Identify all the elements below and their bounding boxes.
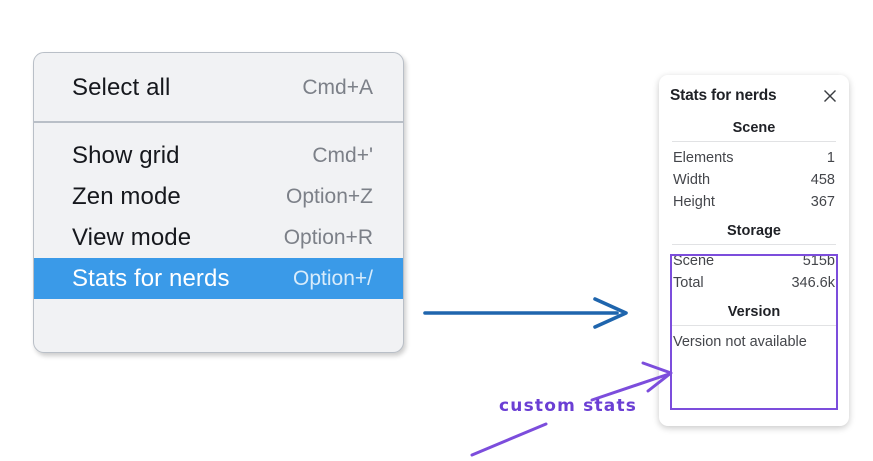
menu-separator [34,121,403,123]
menu-item-label: View mode [72,223,192,251]
menu-group-1: Select all Cmd+A [34,53,403,121]
stat-key: Scene [673,253,715,269]
stats-panel-header: Stats for nerds [670,87,838,105]
menu-item-shortcut: Cmd+' [312,143,373,167]
stat-row: Elements 1 [670,147,838,169]
stats-section-storage: Storage Scene 515b Total 346.6k [670,222,838,294]
stat-value: 458 [810,172,835,188]
stats-panel-title: Stats for nerds [670,87,777,104]
stats-for-nerds-panel: Stats for nerds Scene Elements 1 Width 4… [659,75,849,426]
menu-item-shortcut: Cmd+A [302,75,373,99]
stat-value: 515b [802,253,835,269]
stat-value: 346.6k [791,275,835,291]
stat-value: 1 [826,150,835,166]
purple-underline-stroke [470,422,548,457]
stat-row: Width 458 [670,169,838,191]
stat-key: Elements [673,150,734,166]
menu-item-zen-mode[interactable]: Zen mode Option+Z [34,176,403,217]
menu-item-label: Stats for nerds [72,264,230,292]
section-heading: Scene [732,120,776,136]
menu-item-show-grid[interactable]: Show grid Cmd+' [34,135,403,176]
section-divider [672,244,836,245]
section-divider [672,325,836,326]
blue-arrow [423,297,628,329]
menu-item-select-all[interactable]: Select all Cmd+A [34,67,403,108]
section-divider [672,141,836,142]
stat-row: Height 367 [670,191,838,213]
stat-key: Total [673,275,704,291]
stat-row: Scene 515b [670,250,838,272]
stat-row: Total 346.6k [670,272,838,294]
menu-item-label: Select all [72,73,171,101]
menu-group-2: Show grid Cmd+' Zen mode Option+Z View m… [34,123,403,313]
menu-item-shortcut: Option+Z [286,184,373,208]
context-menu: Select all Cmd+A Show grid Cmd+' Zen mod… [33,52,404,353]
menu-item-view-mode[interactable]: View mode Option+R [34,217,403,258]
stats-section-scene: Scene Elements 1 Width 458 Height 367 [670,119,838,213]
stat-value: 367 [810,194,835,210]
section-heading: Version [727,304,781,320]
close-icon[interactable] [822,88,838,104]
menu-item-label: Zen mode [72,182,181,210]
stat-key: Width [673,172,711,188]
version-note: Version not available [673,334,807,350]
custom-stats-annotation-label: custom stats [499,396,638,416]
menu-item-shortcut: Option+/ [293,266,373,290]
menu-item-stats-for-nerds[interactable]: Stats for nerds Option+/ [34,258,403,299]
section-heading: Storage [727,223,781,239]
menu-item-shortcut: Option+R [283,225,373,249]
stats-section-version: Version Version not available [670,303,838,353]
menu-item-label: Show grid [72,141,180,169]
stat-key: Height [673,194,715,210]
